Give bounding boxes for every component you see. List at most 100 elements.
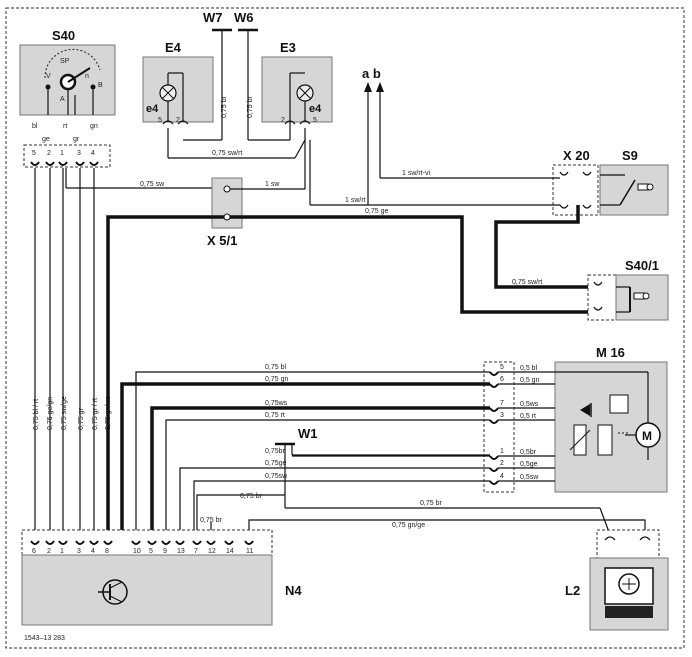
w1-label: W1 <box>298 426 318 441</box>
v-label-blrt: 0,75 bl / rt <box>33 399 40 430</box>
s40-color-rt: rt <box>63 123 67 130</box>
m16-pin: 7 <box>500 400 504 407</box>
s9-component: S9 <box>599 148 669 216</box>
s40-pin: 2 <box>47 150 51 157</box>
e3-pin2: 2 <box>281 117 285 124</box>
s40-pin: 1 <box>60 150 64 157</box>
n4-pin: 8 <box>105 548 109 555</box>
m16-wire-label: 0,5 gn <box>520 377 540 384</box>
m16-wire-label: 0,5 bl <box>520 365 538 372</box>
br-e3-label: 0,75 br <box>247 96 254 118</box>
s401-label: S40/1 <box>625 258 659 273</box>
n4-pin: 2 <box>47 548 51 555</box>
m16-pin: 1 <box>500 448 504 455</box>
l2-br-label: 0,75 br <box>420 500 442 507</box>
n4-pin: 1 <box>60 548 64 555</box>
l2-gnge-label: 0,75 gn/ge <box>392 522 425 529</box>
m16-pin: 5 <box>500 364 504 371</box>
swrtvi-label: 1 sw/rt-vi <box>402 170 430 177</box>
x51-connector: X 5/1 <box>207 177 243 248</box>
n4-pin: 3 <box>77 548 81 555</box>
m16-wire-label: 0,5 rt <box>520 413 536 420</box>
s40-color-bl: bl <box>32 123 38 130</box>
e4-pin5: 5 <box>158 117 162 124</box>
l2-component: L2 <box>565 529 669 631</box>
m16-harness-label: 0,75sw <box>265 473 288 480</box>
e4-pin2: 2 <box>176 117 180 124</box>
e4-lamp-label: e4 <box>146 103 159 115</box>
n4-pin: 5 <box>149 548 153 555</box>
m16-harness-label: 0,75 bl <box>265 364 286 371</box>
m16-pin: 2 <box>500 460 504 467</box>
m16-wire-label: 0,5ge <box>520 461 538 468</box>
s40-pin: 3 <box>77 150 81 157</box>
swrt-label: 1 sw/rt <box>345 197 366 204</box>
br-e4-label: 0,75 br <box>221 96 228 118</box>
n4-pin: 12 <box>208 548 216 555</box>
m16-wire-label: 0,5ws <box>520 401 539 408</box>
v-label-grrt: 0,75 gr / rt <box>92 398 99 430</box>
sw-x51-left-label: 0,75 sw <box>140 181 165 188</box>
n4-pin: 13 <box>177 548 185 555</box>
x20-label: X 20 <box>563 148 590 163</box>
w6-label: W6 <box>234 10 254 25</box>
m16-pin: 3 <box>500 412 504 419</box>
s40-color-gn: gn <box>90 123 98 130</box>
m16-pin: 6 <box>500 376 504 383</box>
s40-a: A <box>60 96 65 103</box>
diagram-code: 1543–13 283 <box>24 635 65 642</box>
s40-pin: 5 <box>32 150 36 157</box>
v-label-swge: 0,75 sw/ge <box>61 396 68 430</box>
x51-label: X 5/1 <box>207 233 237 248</box>
e3-lamp-label: e4 <box>309 103 322 115</box>
e3-pin5: 5 <box>313 117 317 124</box>
s40-connector: 5 2 1 3 4 <box>23 144 111 168</box>
m16-harness-label: 0,75ge <box>265 460 287 467</box>
m16-harness-label: 0,75 gn <box>265 376 288 383</box>
m16-wires: 0,5 bl 0,75 bl 0,5 gn 0,75 gn 0,5ws 0,75ws 0,5… <box>120 364 649 540</box>
l2-label: L2 <box>565 583 580 598</box>
m16-pin: 4 <box>500 473 504 480</box>
w7-label: W7 <box>203 10 223 25</box>
outer-frame <box>5 7 685 649</box>
s40-v: V <box>46 73 51 80</box>
s40-b: B <box>98 82 103 89</box>
e3-component: E3 e4 2 5 <box>261 40 333 140</box>
m16-harness-label: 0,75br <box>265 448 286 455</box>
x20-connector: X 20 <box>552 148 599 216</box>
n4-pin: 10 <box>133 548 141 555</box>
m16-wire-label: 0,5sw <box>520 474 539 481</box>
e4-label: E4 <box>165 40 182 55</box>
s40-label: S40 <box>52 28 75 43</box>
n4-pin: 14 <box>226 548 234 555</box>
n4-pin: 11 <box>246 548 253 555</box>
s40-n: n <box>85 73 89 80</box>
s40-color-ge: ge <box>42 136 50 143</box>
swrt-s401-label: 0,75 sw/rt <box>512 279 542 286</box>
n4-br-b-label: 0,75 br <box>200 517 222 524</box>
s401-component: S40/1 <box>587 258 669 321</box>
s9-label: S9 <box>622 148 638 163</box>
ab-label: a b <box>362 66 381 81</box>
m16-wire-label: 0,5br <box>520 449 537 456</box>
sw-x51-right-label: 1 sw <box>265 181 280 188</box>
e4-component: E4 e4 5 2 <box>142 40 214 125</box>
s40-wires <box>34 168 225 540</box>
v-label-gr: 0,75 gr <box>78 408 85 430</box>
n4-pin: 9 <box>163 548 167 555</box>
m16-label: M 16 <box>596 345 625 360</box>
ge-x51-label: 0,75 ge <box>365 208 388 215</box>
m16-harness-label: 0,75 rt <box>265 412 285 419</box>
v-label-gegn: 0,75 ge/gn <box>47 397 54 430</box>
n4-pin: 6 <box>32 548 36 555</box>
n4-br-a-label: 0,75 br <box>240 493 262 500</box>
m16-motor: M <box>642 429 652 443</box>
s40-pin: 4 <box>91 150 95 157</box>
n4-label: N4 <box>285 583 302 598</box>
m16-harness-label: 0,75ws <box>265 400 288 407</box>
s40-component: S40 SP V A B n <box>19 28 116 116</box>
e3-label: E3 <box>280 40 296 55</box>
